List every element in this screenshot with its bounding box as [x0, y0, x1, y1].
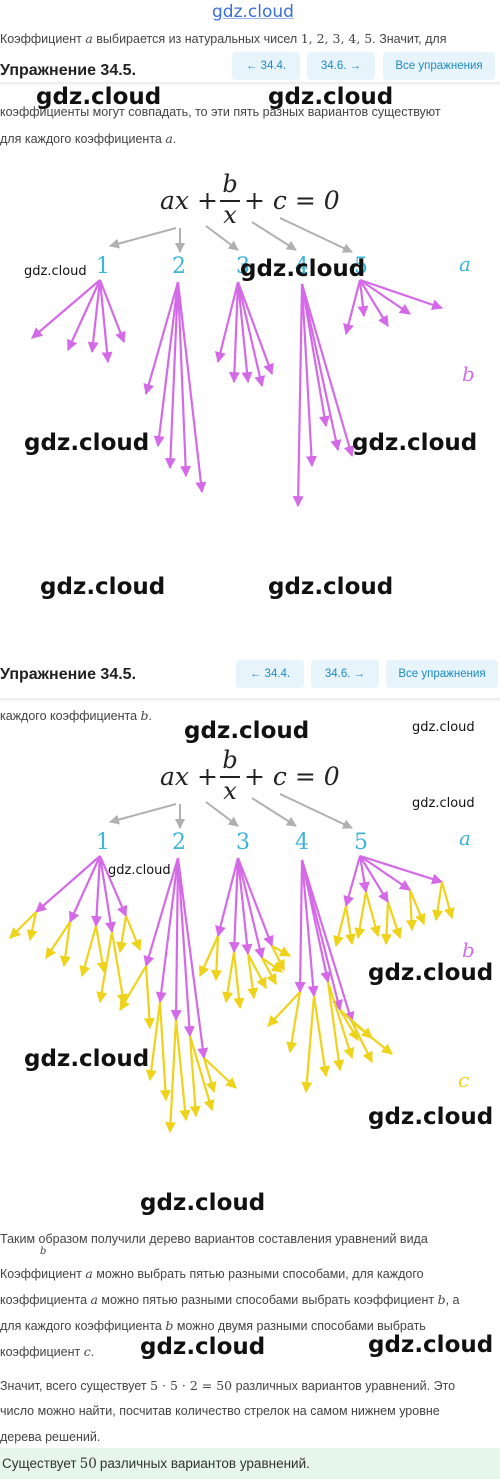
watermark: gdz.cloud	[140, 1190, 266, 1216]
for-each-a-text: для каждого коэффициента a.	[0, 131, 177, 146]
watermark: gdz.cloud	[352, 430, 478, 456]
exercise-title: Упражнение 34.5.	[0, 62, 137, 79]
coefficients-text: коэффициенты могут совпадать, то эти пят…	[0, 105, 441, 119]
tree-intro-fragment: b	[40, 1246, 47, 1257]
tree-diagram-2	[9, 793, 455, 1134]
watermark: gdz.cloud	[412, 720, 475, 735]
level-a-5: 5	[354, 254, 368, 279]
prev-exercise-button-sticky[interactable]: ← 34.4.	[236, 660, 304, 688]
solution-p7: дерева решений.	[0, 1430, 101, 1444]
next-exercise-button[interactable]: 34.6. →	[307, 52, 375, 80]
watermark: gdz.cloud	[240, 256, 366, 282]
side-label-a: a	[459, 252, 471, 276]
level-b-2: 2	[172, 830, 186, 855]
solution-p3: для каждого коэффициента b можно двумя р…	[0, 1318, 426, 1333]
watermark: gdz.cloud	[36, 84, 162, 110]
header-shadow	[0, 82, 500, 86]
watermark: gdz.cloud	[412, 796, 475, 811]
brand-link[interactable]: gdz.cloud	[212, 2, 294, 22]
level-b-1: 1	[96, 830, 110, 855]
exercise-header-top: Упражнение 34.5. ← 34.4. 34.6. → Все упр…	[0, 50, 500, 94]
watermark: gdz.cloud	[184, 718, 310, 744]
level-b-3: 3	[236, 830, 250, 855]
next-exercise-button-sticky[interactable]: 34.6. →	[311, 660, 379, 688]
level-a-1: 1	[96, 254, 110, 279]
exercise-title-sticky: Упражнение 34.5.	[0, 666, 137, 683]
watermark: gdz.cloud	[268, 84, 394, 110]
watermark: gdz.cloud	[40, 574, 166, 600]
level-a-2: 2	[172, 254, 186, 279]
all-exercises-button[interactable]: Все упражнения	[383, 52, 495, 80]
watermark: gdz.cloud	[24, 1046, 150, 1072]
level-b-4: 4	[295, 830, 309, 855]
solution-p6: число можно найти, посчитав количество с…	[0, 1404, 440, 1418]
level-b-5: 5	[354, 830, 368, 855]
solution-p4: коэффициент c.	[0, 1344, 95, 1359]
intro-text: Коэффициент a выбирается из натуральных …	[0, 31, 447, 46]
watermark: gdz.cloud	[368, 1332, 494, 1358]
level-a-4: 4	[295, 254, 309, 279]
answer-box: Существует 50 различных вариантов уравне…	[0, 1448, 500, 1479]
watermark: gdz.cloud	[368, 960, 494, 986]
solution-p1: Коэффициент a можно выбрать пятью разным…	[0, 1266, 424, 1281]
side-label-c: c	[458, 1068, 470, 1092]
for-each-b-text: каждого коэффициента b.	[0, 708, 153, 723]
level-a-3: 3	[236, 254, 250, 279]
side-label-a-2: a	[459, 826, 471, 850]
watermark: gdz.cloud	[140, 1334, 266, 1360]
watermark: gdz.cloud	[268, 574, 394, 600]
prev-exercise-button[interactable]: ← 34.4.	[232, 52, 300, 80]
tree-diagram-1	[31, 217, 444, 508]
side-label-b: b	[462, 362, 475, 386]
exercise-header-sticky: Упражнение 34.5. ← 34.4. 34.6. → Все упр…	[0, 654, 500, 698]
tree-intro-text: Таким образом получили дерево вариантов …	[0, 1232, 428, 1246]
watermark: gdz.cloud	[108, 863, 171, 878]
side-label-b-2: b	[462, 938, 475, 962]
watermark: gdz.cloud	[24, 430, 150, 456]
header-shadow-2	[0, 698, 500, 702]
solution-p5: Значит, всего существует 5 · 5 · 2 = 50 …	[0, 1378, 456, 1393]
solution-p2: коэффициента a можно пятью разными спосо…	[0, 1292, 460, 1307]
all-exercises-button-sticky[interactable]: Все упражнения	[386, 660, 498, 688]
watermark: gdz.cloud	[24, 264, 87, 279]
watermark: gdz.cloud	[368, 1104, 494, 1130]
